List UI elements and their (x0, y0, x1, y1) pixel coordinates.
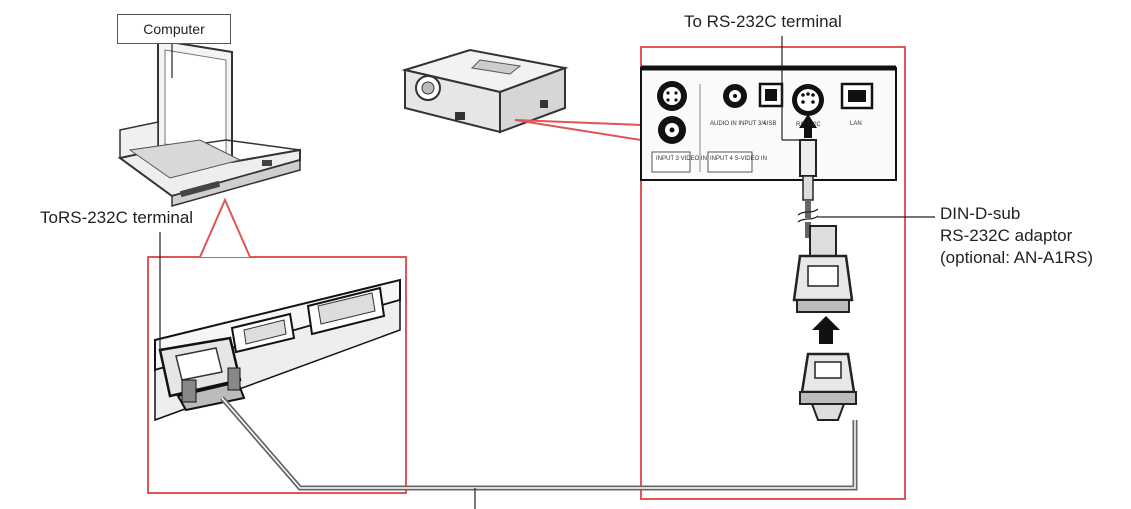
dsub-adaptor (792, 225, 854, 313)
adaptor-label-line3: (optional: AN-A1RS) (940, 248, 1094, 267)
insert-arrow-up-icon-2 (812, 316, 840, 344)
port-label-input4: INPUT 4 S-VIDEO IN (710, 156, 767, 162)
port-label-audio: AUDIO IN INPUT 3/4 (710, 121, 767, 127)
port-label-input3: INPUT 3 VIDEO IN (656, 156, 707, 162)
insert-arrow-up-icon (799, 114, 817, 138)
laptop-illustration (117, 38, 301, 207)
dsub-plug-right (799, 352, 857, 421)
rs232c-terminal-label-right: To RS-232C terminal (684, 12, 842, 31)
adaptor-label-line2: RS-232C adaptor (940, 226, 1073, 245)
rs232c-cable (220, 396, 858, 491)
port-label-usb: USB (764, 121, 776, 127)
laptop-callout (147, 197, 407, 494)
dsub-plug-left (158, 336, 246, 412)
projector-panel (640, 65, 897, 181)
computer-label-box: Computer (117, 14, 231, 44)
computer-label: Computer (143, 21, 205, 37)
din-plug (799, 139, 817, 201)
projector-callout (514, 46, 906, 500)
port-label-lan: LAN (850, 121, 862, 127)
rs232c-terminal-label-left: ToRS-232C terminal (40, 208, 194, 227)
adaptor-label-line1: DIN-D-sub (940, 204, 1021, 223)
projector-illustration (401, 48, 569, 134)
